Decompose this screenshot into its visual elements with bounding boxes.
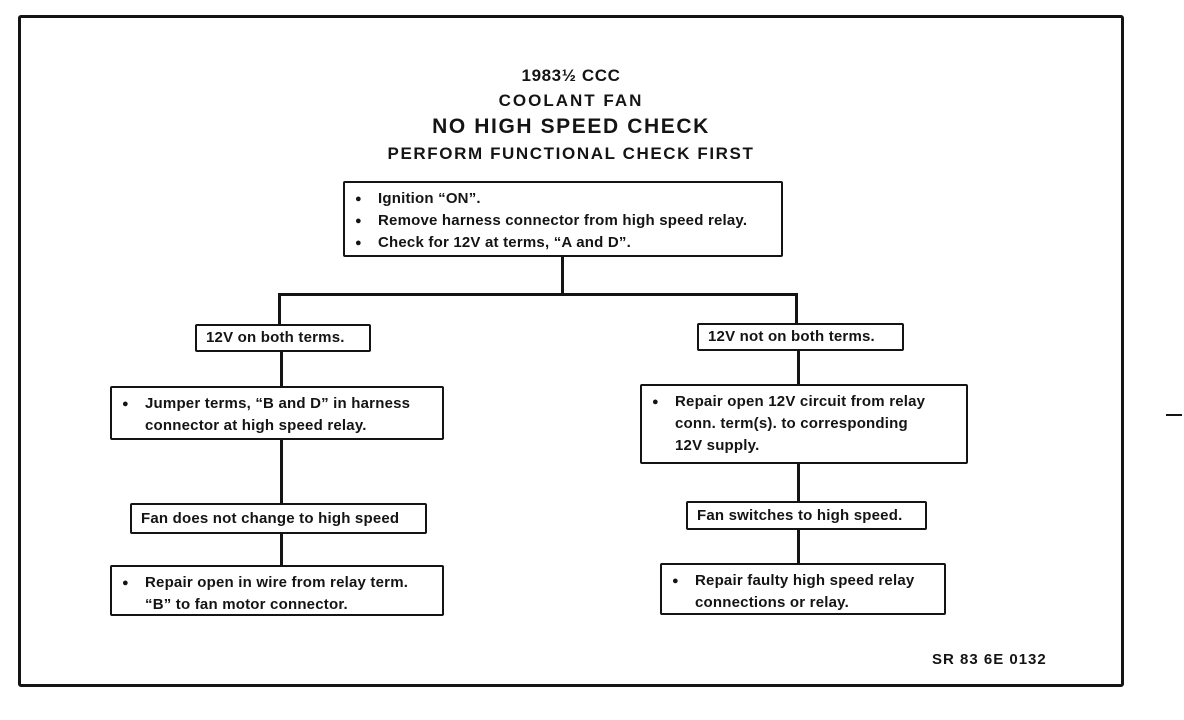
bullet-icon: ● — [652, 396, 659, 408]
step-item: ● Check for 12V at terms, “A and D”. — [355, 232, 775, 254]
title-check-name: NO HIGH SPEED CHECK — [432, 115, 710, 138]
step-text-line: connector at high speed relay. — [145, 417, 367, 434]
step-item: ● Ignition “ON”. — [355, 188, 775, 210]
right-action-repair-circuit-box: ● Repair open 12V circuit from relay con… — [640, 384, 968, 464]
left-action-jumper-box: ● Jumper terms, “B and D” in harness con… — [110, 386, 444, 440]
connector-line — [797, 462, 800, 501]
bullet-icon: ● — [672, 575, 679, 587]
step-text-line: 12V supply. — [675, 437, 760, 454]
connector-line — [278, 293, 281, 324]
right-result-box: Fan switches to high speed. — [686, 501, 927, 530]
connector-line — [797, 350, 800, 384]
left-repair-box: ● Repair open in wire from relay term. “… — [110, 565, 444, 616]
bullet-icon: ● — [355, 215, 362, 227]
step-text-line: Repair faulty high speed relay — [695, 572, 915, 589]
step-text-line: Repair open 12V circuit from relay — [675, 393, 926, 410]
page-border — [18, 15, 1124, 687]
step-item: ● Repair open in wire from relay term. “… — [122, 572, 436, 616]
right-repair-relay-box: ● Repair faulty high speed relay connect… — [660, 563, 946, 615]
bullet-icon: ● — [122, 577, 129, 589]
connector-line — [797, 529, 800, 563]
step-item: ● Repair faulty high speed relay connect… — [672, 570, 938, 614]
connector-line — [280, 351, 283, 386]
step-text-line: conn. term(s). to corresponding — [675, 415, 908, 432]
bullet-icon: ● — [122, 398, 129, 410]
title-model-year: 1983½ CCC — [521, 66, 621, 85]
step-text: Remove harness connector from high speed… — [378, 212, 748, 229]
left-condition-box: 12V on both terms. — [195, 324, 371, 352]
step-item: ● Remove harness connector from high spe… — [355, 210, 775, 232]
step-text-line: Jumper terms, “B and D” in harness — [145, 395, 411, 412]
right-condition-box: 12V not on both terms. — [697, 323, 904, 351]
step-text-line: Repair open in wire from relay term. — [145, 574, 409, 591]
title-system: COOLANT FAN — [498, 91, 644, 110]
connector-line — [280, 440, 283, 503]
connector-line — [280, 533, 283, 565]
page-title: 1983½ CCC COOLANT FAN NO HIGH SPEED CHEC… — [18, 63, 1124, 166]
step-item: ● Jumper terms, “B and D” in harness con… — [122, 393, 436, 437]
bullet-icon: ● — [355, 193, 362, 205]
title-instruction: PERFORM FUNCTIONAL CHECK FIRST — [387, 144, 755, 163]
left-result-box: Fan does not change to high speed — [130, 503, 427, 534]
step-text: Ignition “ON”. — [378, 190, 481, 207]
step-text-line: “B” to fan motor connector. — [145, 596, 348, 613]
connector-line — [561, 256, 564, 296]
stray-scan-mark — [1166, 414, 1182, 416]
step-item: ● Repair open 12V circuit from relay con… — [652, 391, 960, 457]
step-text-line: connections or relay. — [695, 594, 849, 611]
connector-line — [795, 293, 798, 323]
document-reference-code: SR 83 6E 0132 — [932, 651, 1047, 668]
step-text: Check for 12V at terms, “A and D”. — [378, 234, 631, 251]
bullet-icon: ● — [355, 237, 362, 249]
connector-line — [278, 293, 798, 296]
start-steps-box: ● Ignition “ON”. ● Remove harness connec… — [343, 181, 783, 257]
